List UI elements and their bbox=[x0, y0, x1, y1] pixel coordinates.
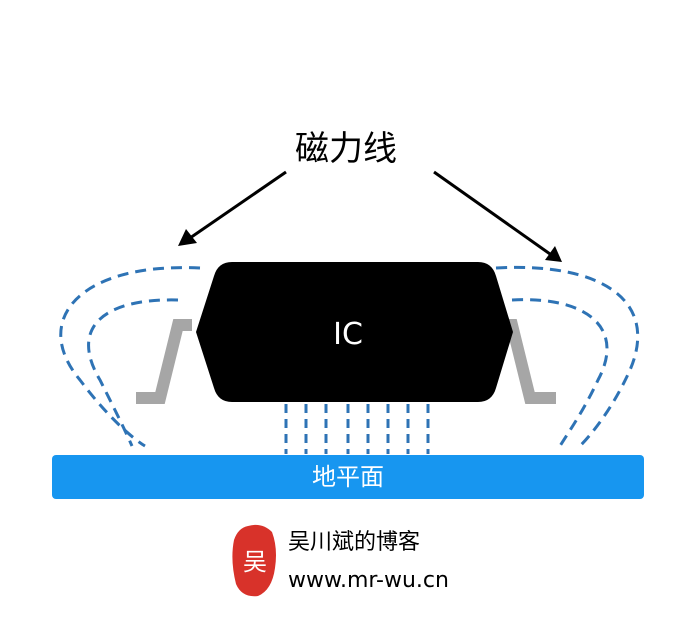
field-line-left-inner bbox=[87, 298, 179, 447]
ground-plane-label: 地平面 bbox=[312, 463, 384, 491]
field-lines-under-chip bbox=[284, 404, 430, 454]
seal-character: 吴 bbox=[243, 548, 267, 576]
field-line-right-inner bbox=[511, 298, 609, 447]
ic-label: IC bbox=[333, 317, 363, 352]
field-line-left-outer bbox=[59, 266, 201, 448]
watermark: 吴 吴川斌的博客 www.mr-wu.cn bbox=[232, 524, 449, 597]
ic-package-body bbox=[196, 262, 513, 402]
ic-lead-left bbox=[136, 319, 192, 404]
field-lines-right bbox=[495, 265, 640, 448]
field-lines-label: 磁力线 bbox=[295, 129, 397, 169]
left-arrow bbox=[178, 170, 287, 246]
field-lines-left bbox=[59, 266, 201, 448]
blog-seal-logo bbox=[232, 524, 276, 597]
right-arrow bbox=[433, 170, 562, 262]
ground-plane bbox=[52, 455, 644, 499]
field-line-right-outer bbox=[495, 265, 640, 448]
blog-name: 吴川斌的博客 bbox=[288, 530, 420, 555]
blog-url: www.mr-wu.cn bbox=[288, 568, 449, 593]
